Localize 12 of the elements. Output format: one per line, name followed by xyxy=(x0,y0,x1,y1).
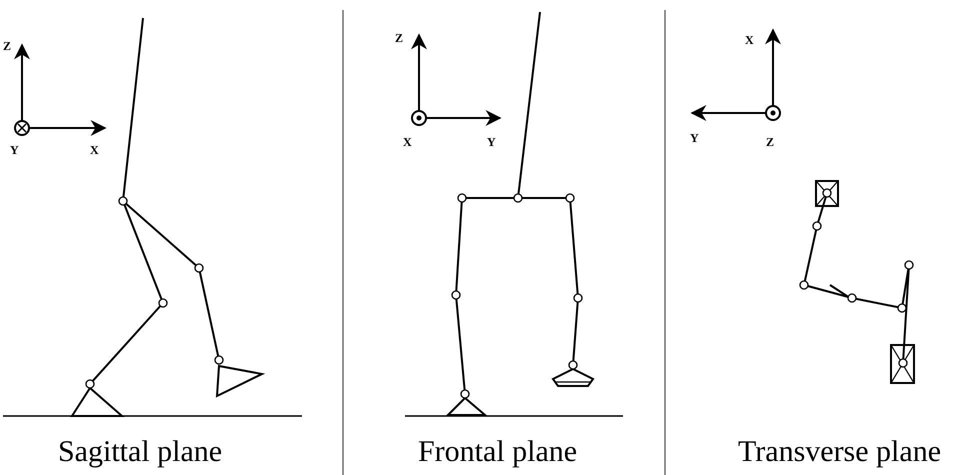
panel-caption: Transverse plane xyxy=(738,436,942,468)
axis-label: Y xyxy=(690,132,699,144)
axis-label: Z xyxy=(395,32,404,44)
axis-label: Z xyxy=(3,40,12,52)
axis-label: Z xyxy=(766,136,774,148)
panel-caption: Sagittal plane xyxy=(58,436,222,468)
axis-label: Y xyxy=(10,144,19,156)
panel-caption: Frontal plane xyxy=(418,436,578,468)
axis-label: X xyxy=(90,144,99,156)
axis-label: X xyxy=(745,34,754,46)
axis-label: X xyxy=(403,136,412,148)
axis-label: Y xyxy=(487,136,496,148)
